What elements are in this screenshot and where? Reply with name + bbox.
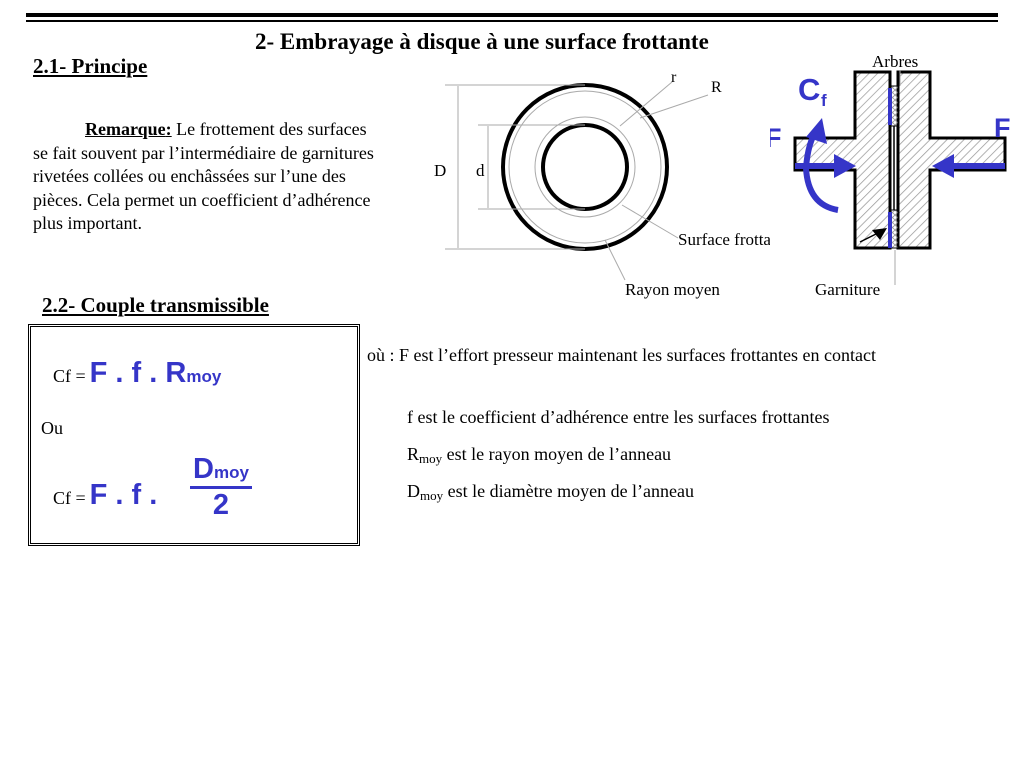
remark-paragraph: Remarque: Le frottement des surfaces se …	[33, 118, 378, 236]
r-leader	[619, 81, 673, 127]
force-arrowhead-right	[932, 154, 954, 178]
remark-label: Remarque	[85, 119, 166, 139]
explanation-line-2: f est le coefficient d’adhérence entre l…	[407, 407, 830, 427]
force-arrowhead-left	[834, 154, 856, 178]
page-title: 2- Embrayage à disque à une surface frot…	[255, 29, 709, 54]
R-leader	[639, 94, 709, 119]
fraction-numerator: Dmoy	[188, 453, 254, 486]
fraction-bar	[190, 486, 252, 489]
torque-arrowhead	[806, 118, 827, 144]
label-garniture: Garniture	[815, 280, 880, 299]
clutch-diagram: Arbres C f F F Garniture	[770, 52, 1011, 299]
formula-1: Cf = F . f . Rmoy	[53, 357, 221, 390]
formula-2-fraction: Dmoy 2	[188, 453, 254, 522]
formula-1-expr: F . f . R	[89, 357, 187, 389]
label-r: r	[671, 69, 677, 86]
rmoy-rest: est le rayon moyen de l’anneau	[442, 444, 672, 464]
formula-2-prefix: Cf =	[53, 488, 86, 508]
formula-2-expr: F . f .	[89, 479, 158, 511]
top-rule-thin	[26, 20, 998, 22]
explanation-line-1: où : F est l’effort presseur maintenant …	[367, 345, 876, 365]
formula-box: Cf = F . f . Rmoy Ou Cf = F . f . Dmoy 2	[28, 324, 360, 546]
dmoy-sub: moy	[420, 488, 444, 503]
label-d: d	[476, 161, 485, 180]
rmoy-sub: moy	[419, 451, 443, 466]
label-surface-frottante: Surface frottante	[678, 230, 770, 249]
dmoy-rest: est le diamètre moyen de l’anneau	[443, 481, 695, 501]
ring-diagram: r R D d Surface frottante Rayon moyen	[434, 69, 770, 299]
dmoy-main: D	[407, 481, 420, 501]
mean-inner-circle	[534, 116, 636, 218]
outer-ring-circle	[501, 83, 669, 251]
fraction-num-main: D	[193, 453, 214, 485]
formula-2: Cf = F . f .	[53, 479, 157, 512]
inner-ring-circle	[541, 123, 629, 211]
fraction-num-sub: moy	[213, 463, 249, 482]
top-rule-thick	[26, 13, 998, 17]
explanation-line-4: Dmoy est le diamètre moyen de l’anneau	[407, 479, 694, 508]
section-heading-principe: 2.1- Principe	[33, 54, 148, 78]
label-D: D	[434, 161, 446, 180]
surface-pointer-head	[872, 228, 887, 240]
label-force-right: F	[994, 113, 1011, 143]
lining-top	[890, 85, 899, 127]
label-rayon-moyen: Rayon moyen	[625, 280, 720, 299]
rmoy-main: R	[407, 444, 420, 464]
fraction-denominator: 2	[212, 489, 230, 521]
remark-colon: :	[165, 119, 172, 139]
lining-bottom	[890, 209, 899, 249]
label-force-left: F	[770, 123, 782, 153]
formula-ou: Ou	[41, 418, 63, 438]
explanation-line-3: Rmoy est le rayon moyen de l’anneau	[407, 442, 671, 471]
rayon-leader	[604, 239, 626, 281]
remark-text: Le frottement des surfaces se fait souve…	[33, 119, 374, 233]
surface-leader	[621, 204, 679, 239]
label-arbres: Arbres	[872, 52, 918, 71]
mean-radius-circle	[508, 90, 662, 244]
formula-1-prefix: Cf =	[53, 366, 86, 386]
section-heading-couple: 2.2- Couple transmissible	[42, 293, 269, 317]
label-R: R	[711, 79, 722, 96]
formula-1-sub: moy	[186, 367, 222, 386]
label-cf-main: C	[798, 72, 820, 107]
label-cf-sub: f	[821, 91, 827, 110]
